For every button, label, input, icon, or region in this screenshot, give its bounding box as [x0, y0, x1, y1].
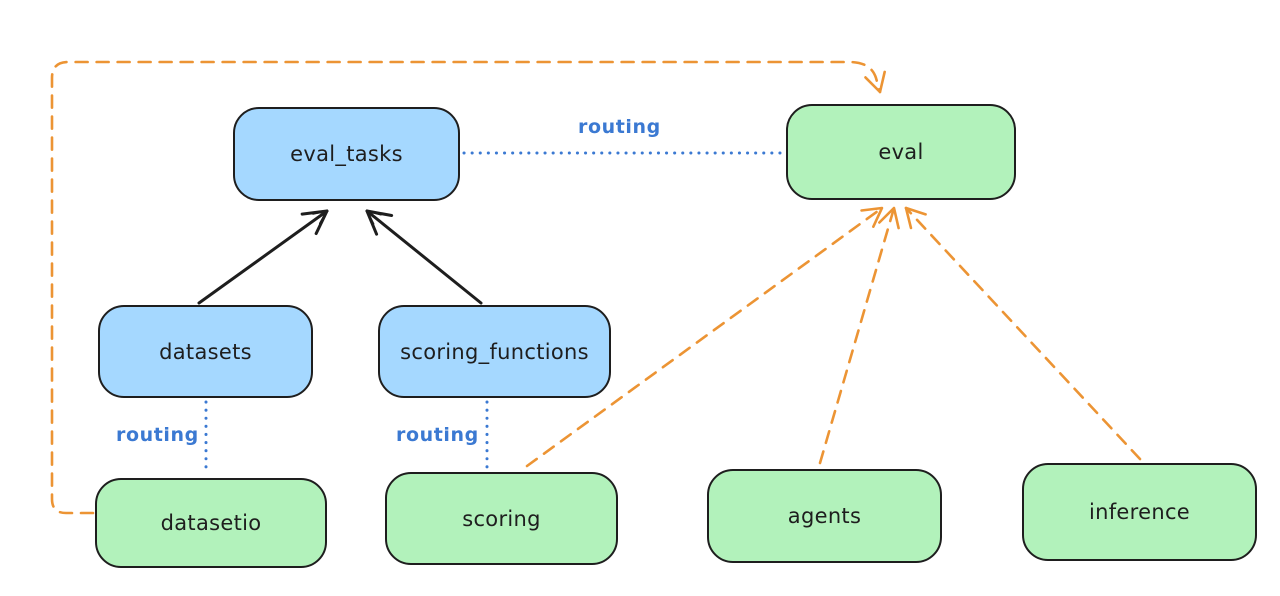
node-eval-tasks: eval_tasks	[233, 107, 460, 201]
node-datasets-label: datasets	[159, 339, 252, 364]
node-eval-label: eval	[878, 140, 924, 164]
edge-label-eval-tasks-to-eval: routing	[578, 116, 661, 138]
node-inference: inference	[1022, 463, 1257, 561]
node-agents-label: agents	[787, 504, 862, 528]
edge-inference-to-eval	[904, 206, 1142, 461]
edge-datasetio-to-eval	[50, 60, 886, 515]
node-eval: eval	[786, 104, 1016, 200]
node-scoring-functions: scoring_functions	[378, 305, 611, 398]
edge-label-datasets-to-datasetio: routing	[116, 424, 199, 446]
node-scoring: scoring	[385, 472, 618, 565]
edge-scoring-functions-to-eval-tasks	[365, 209, 483, 305]
node-agents: agents	[707, 469, 942, 563]
node-datasetio-label: datasetio	[160, 511, 262, 535]
node-inference-label: inference	[1088, 500, 1191, 524]
node-datasetio: datasetio	[95, 478, 327, 568]
edge-datasets-to-eval-tasks	[197, 209, 329, 305]
edge-scoring-to-eval	[525, 206, 884, 468]
node-scoring-functions-label: scoring_functions	[400, 339, 589, 364]
node-eval-tasks-label: eval_tasks	[290, 142, 403, 166]
node-scoring-label: scoring	[462, 506, 541, 531]
node-datasets: datasets	[98, 305, 313, 398]
edge-label-scoring-functions-to-scoring: routing	[396, 424, 479, 446]
edge-agents-to-eval	[818, 206, 900, 465]
